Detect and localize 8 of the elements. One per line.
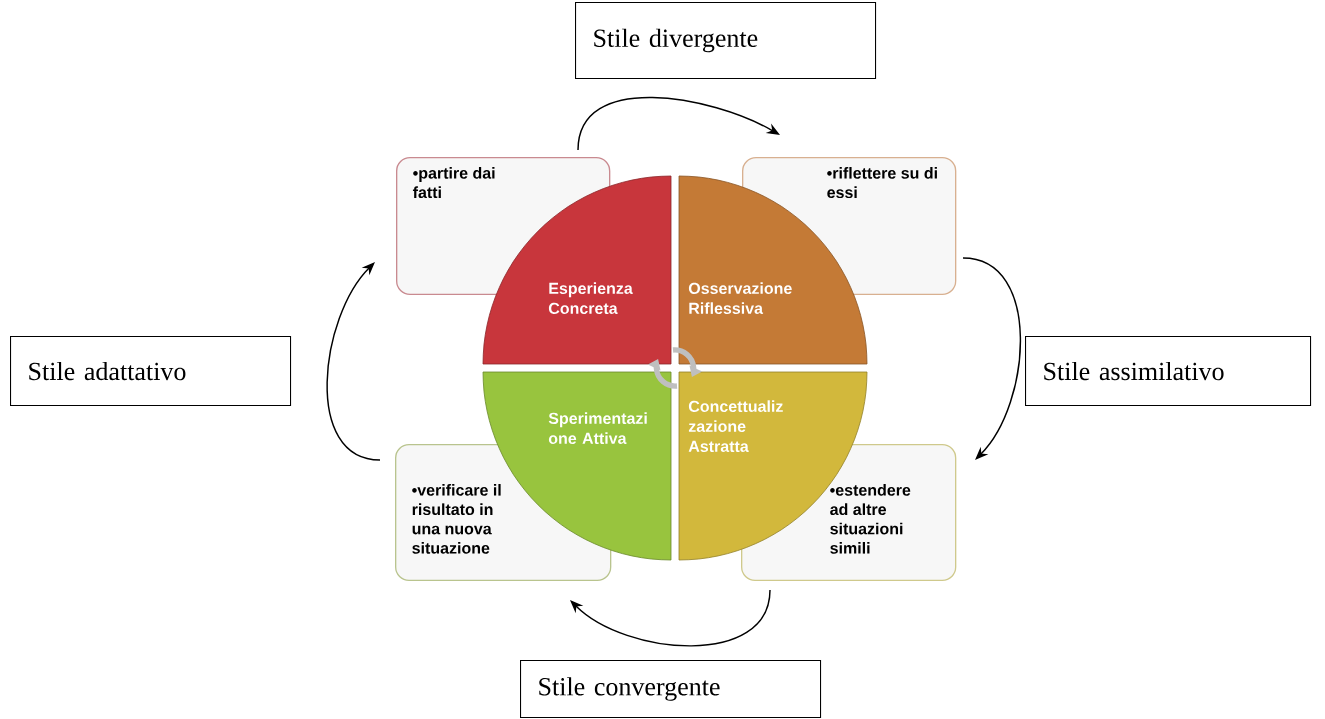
curved-arrow <box>577 96 780 151</box>
curved-arrow <box>326 262 381 461</box>
curved-arrow <box>570 589 771 647</box>
style-box: Stile adattativo <box>10 336 292 407</box>
style-box: Stile divergente <box>575 2 877 80</box>
style-box: Stile convergente <box>520 660 822 719</box>
curved-arrow <box>962 257 1022 460</box>
style-box: Stile assimilativo <box>1025 336 1312 407</box>
